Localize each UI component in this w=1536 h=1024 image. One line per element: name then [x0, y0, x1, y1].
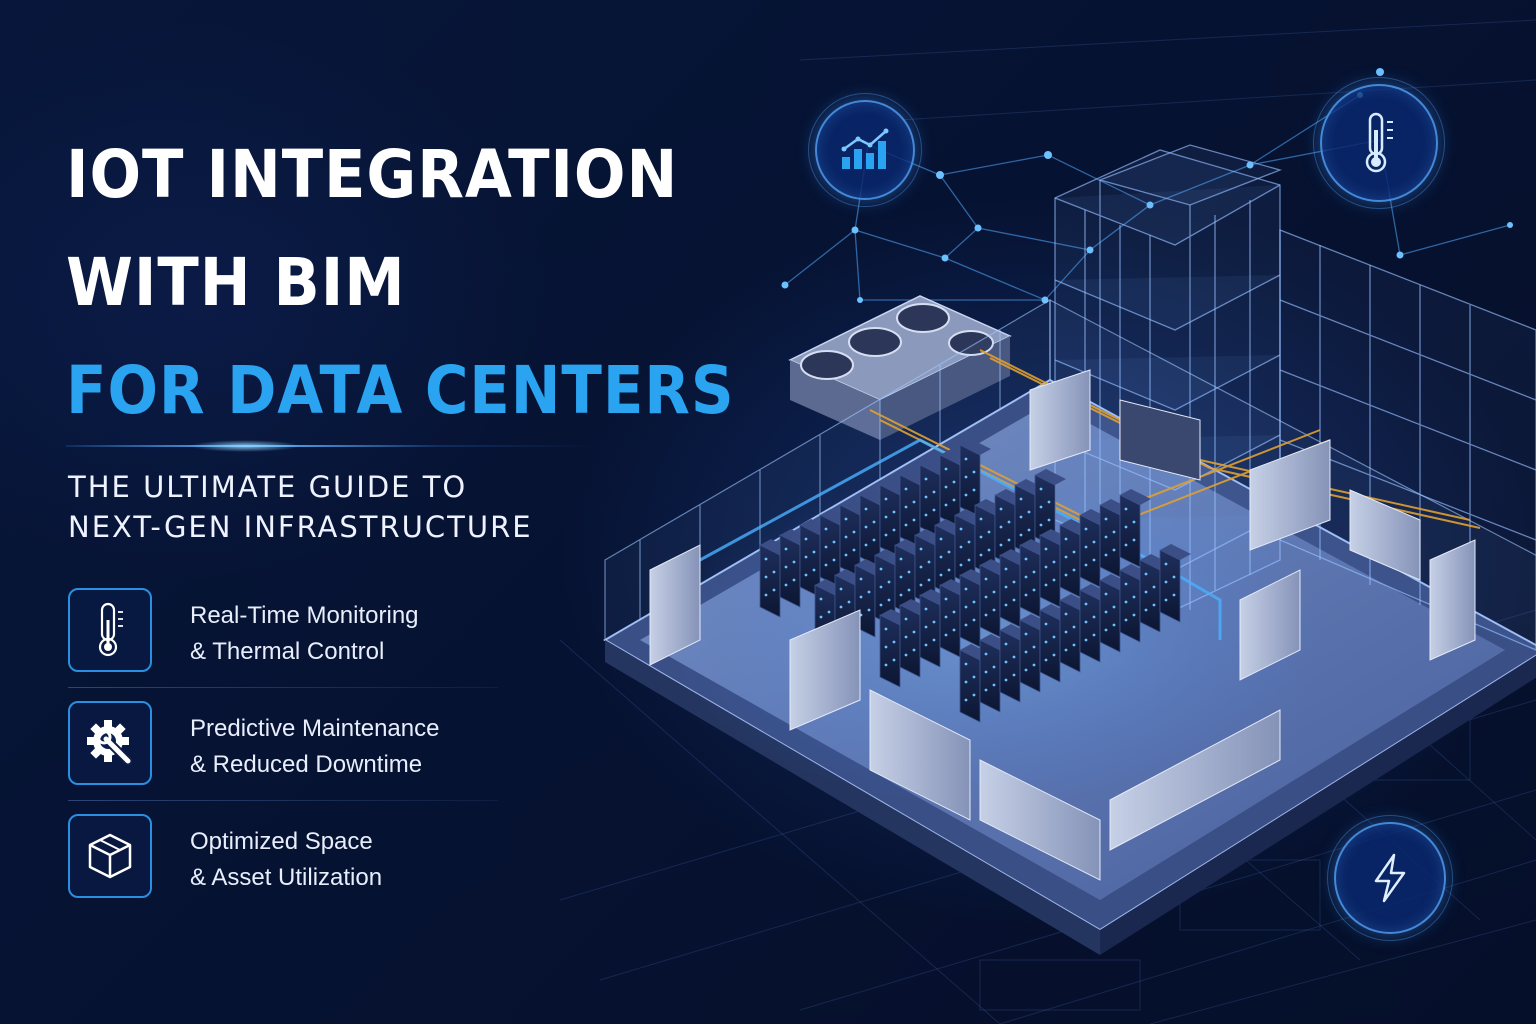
cube-icon: [88, 833, 132, 879]
wireframe-tower: [1054, 144, 1536, 651]
power-circle-badge: [1327, 815, 1453, 941]
server-rack: [1159, 544, 1191, 623]
feature-text: Real-Time Monitoring & Thermal Control: [190, 598, 419, 670]
thermometer-icon: [98, 602, 123, 657]
thermometer-icon: [1365, 112, 1393, 173]
feature-item-maintenance: Predictive Maintenance & Reduced Downtim…: [68, 701, 508, 787]
server-rack: [1059, 594, 1091, 673]
server-rack: [959, 439, 991, 518]
feature-subtitle: & Asset Utilization: [190, 864, 383, 891]
feature-item-monitoring: Real-Time Monitoring & Thermal Control: [68, 588, 508, 674]
subtitle-line-1: THE ULTIMATE GUIDE TO: [68, 470, 468, 504]
title-divider: [66, 445, 596, 447]
electrical-cabinets: [649, 369, 1476, 881]
lightning-bolt-icon: [1374, 853, 1406, 903]
chiller-units: [788, 295, 1012, 440]
server-rack-rows: [759, 439, 1191, 723]
server-rack: [959, 569, 991, 648]
divider-glow: [190, 440, 300, 452]
feature-text: Predictive Maintenance & Reduced Downtim…: [190, 711, 439, 783]
title-line-1: IOT INTEGRATION: [66, 136, 679, 213]
feature-subtitle: & Reduced Downtime: [190, 751, 423, 778]
feature-text: Optimized Space & Asset Utilization: [190, 824, 382, 896]
server-rack: [899, 599, 931, 678]
feature-icon-box: [68, 701, 152, 785]
title-line-3-accent: FOR DATA CENTERS: [66, 352, 735, 429]
server-rack: [819, 509, 851, 588]
feature-divider: [68, 800, 498, 801]
feature-item-space: Optimized Space & Asset Utilization: [68, 814, 508, 900]
gear-wrench-icon: [87, 720, 133, 766]
feature-title: Predictive Maintenance: [190, 715, 440, 742]
chart-growth-icon: [841, 128, 889, 169]
title-line-2: WITH BIM: [66, 244, 406, 321]
feature-title: Optimized Space: [190, 828, 373, 855]
temperature-circle-badge: [1313, 77, 1445, 209]
server-rack: [779, 529, 811, 608]
server-rack: [1034, 469, 1066, 548]
feature-title: Real-Time Monitoring: [190, 602, 419, 629]
feature-icon-box: [68, 814, 152, 898]
analytics-circle-badge: [808, 93, 922, 207]
feature-divider: [68, 687, 498, 688]
feature-icon-box: [68, 588, 152, 672]
subtitle-line-2: NEXT-GEN INFRASTRUCTURE: [68, 510, 533, 544]
feature-subtitle: & Thermal Control: [190, 638, 385, 665]
